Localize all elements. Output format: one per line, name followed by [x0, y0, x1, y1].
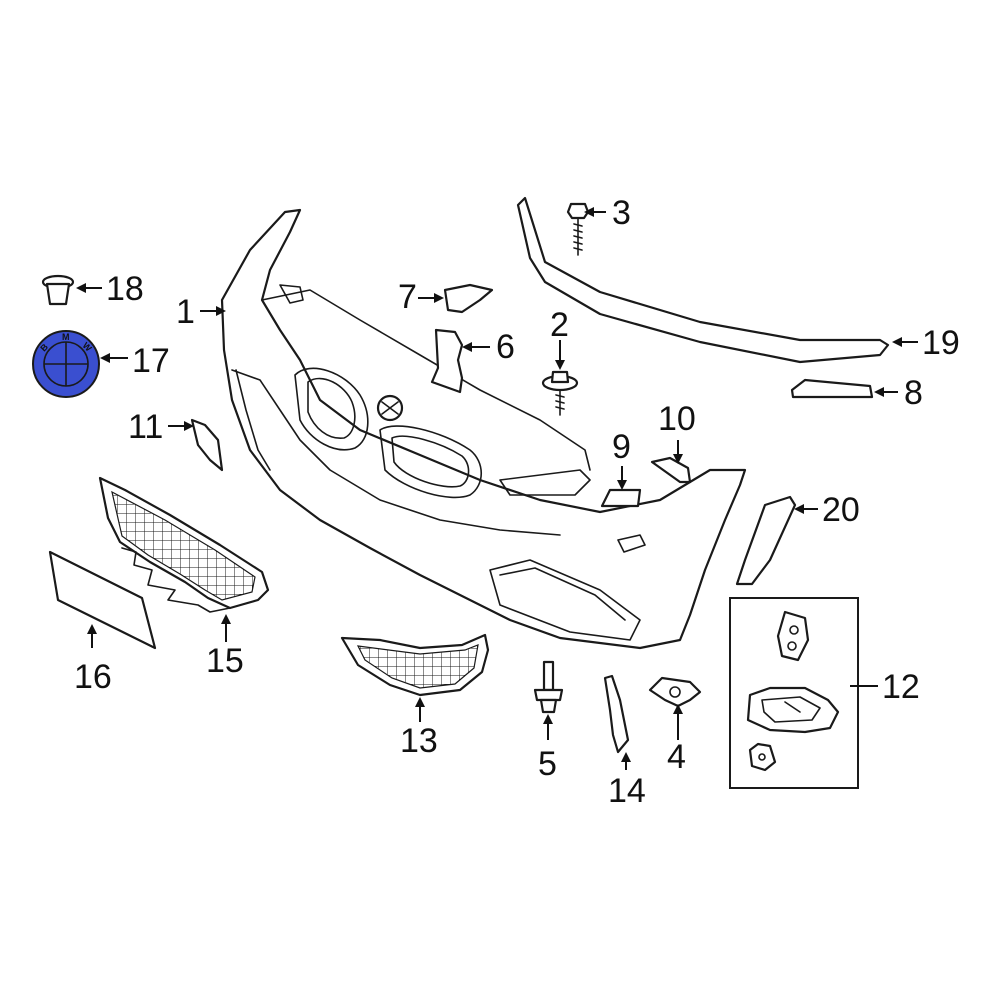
push-clip-5[interactable]	[533, 660, 564, 714]
callout-10[interactable]: 10	[658, 400, 696, 438]
bmw-emblem-17[interactable]: B M W	[32, 330, 100, 398]
callout-17[interactable]: 17	[132, 342, 170, 380]
leader-lines	[76, 207, 918, 770]
callout-3[interactable]: 3	[612, 194, 631, 232]
callout-1[interactable]: 1	[176, 293, 195, 331]
bracket-6[interactable]	[430, 328, 464, 394]
side-reflector-20[interactable]	[735, 495, 797, 586]
side-grille-13[interactable]	[340, 633, 490, 697]
bracket-7[interactable]	[443, 283, 494, 314]
screw[interactable]	[541, 370, 579, 416]
callout-6[interactable]: 6	[496, 328, 515, 366]
callout-7[interactable]: 7	[398, 278, 417, 316]
callout-2[interactable]: 2	[550, 306, 569, 344]
callout-14[interactable]: 14	[608, 772, 646, 810]
bolt[interactable]	[566, 202, 590, 256]
grommet-18[interactable]	[41, 274, 75, 306]
callout-18[interactable]: 18	[106, 270, 144, 308]
callout-12[interactable]: 12	[882, 668, 920, 706]
strip-14[interactable]	[603, 674, 630, 754]
bumper-cover[interactable]	[220, 208, 747, 650]
callout-11[interactable]: 11	[128, 408, 163, 446]
callout-5[interactable]: 5	[538, 745, 557, 783]
callout-8[interactable]: 8	[904, 374, 923, 412]
callout-labels: 1 2 3 4 5 6 7 8 9 10 11 12 13 14 15 16 1…	[74, 194, 960, 810]
emblem-letter-m: M	[62, 332, 70, 342]
callout-20[interactable]: 20	[822, 491, 860, 529]
lower-grille-15[interactable]	[98, 476, 270, 613]
bracket-10[interactable]	[650, 456, 692, 484]
callout-15[interactable]: 15	[206, 642, 244, 680]
fog-lamp-kit-12[interactable]	[729, 597, 859, 789]
cover-plate-9[interactable]	[600, 488, 642, 508]
clip-4[interactable]	[648, 676, 702, 708]
upper-trim-strip[interactable]	[516, 196, 890, 364]
callout-19[interactable]: 19	[922, 324, 960, 362]
cover-11[interactable]	[190, 418, 224, 472]
callout-13[interactable]: 13	[400, 722, 438, 760]
license-plate-bracket-16[interactable]	[48, 550, 157, 650]
side-trim-8[interactable]	[790, 378, 874, 399]
callout-4[interactable]: 4	[667, 738, 686, 776]
callout-16[interactable]: 16	[74, 658, 112, 696]
callout-9[interactable]: 9	[612, 428, 631, 466]
